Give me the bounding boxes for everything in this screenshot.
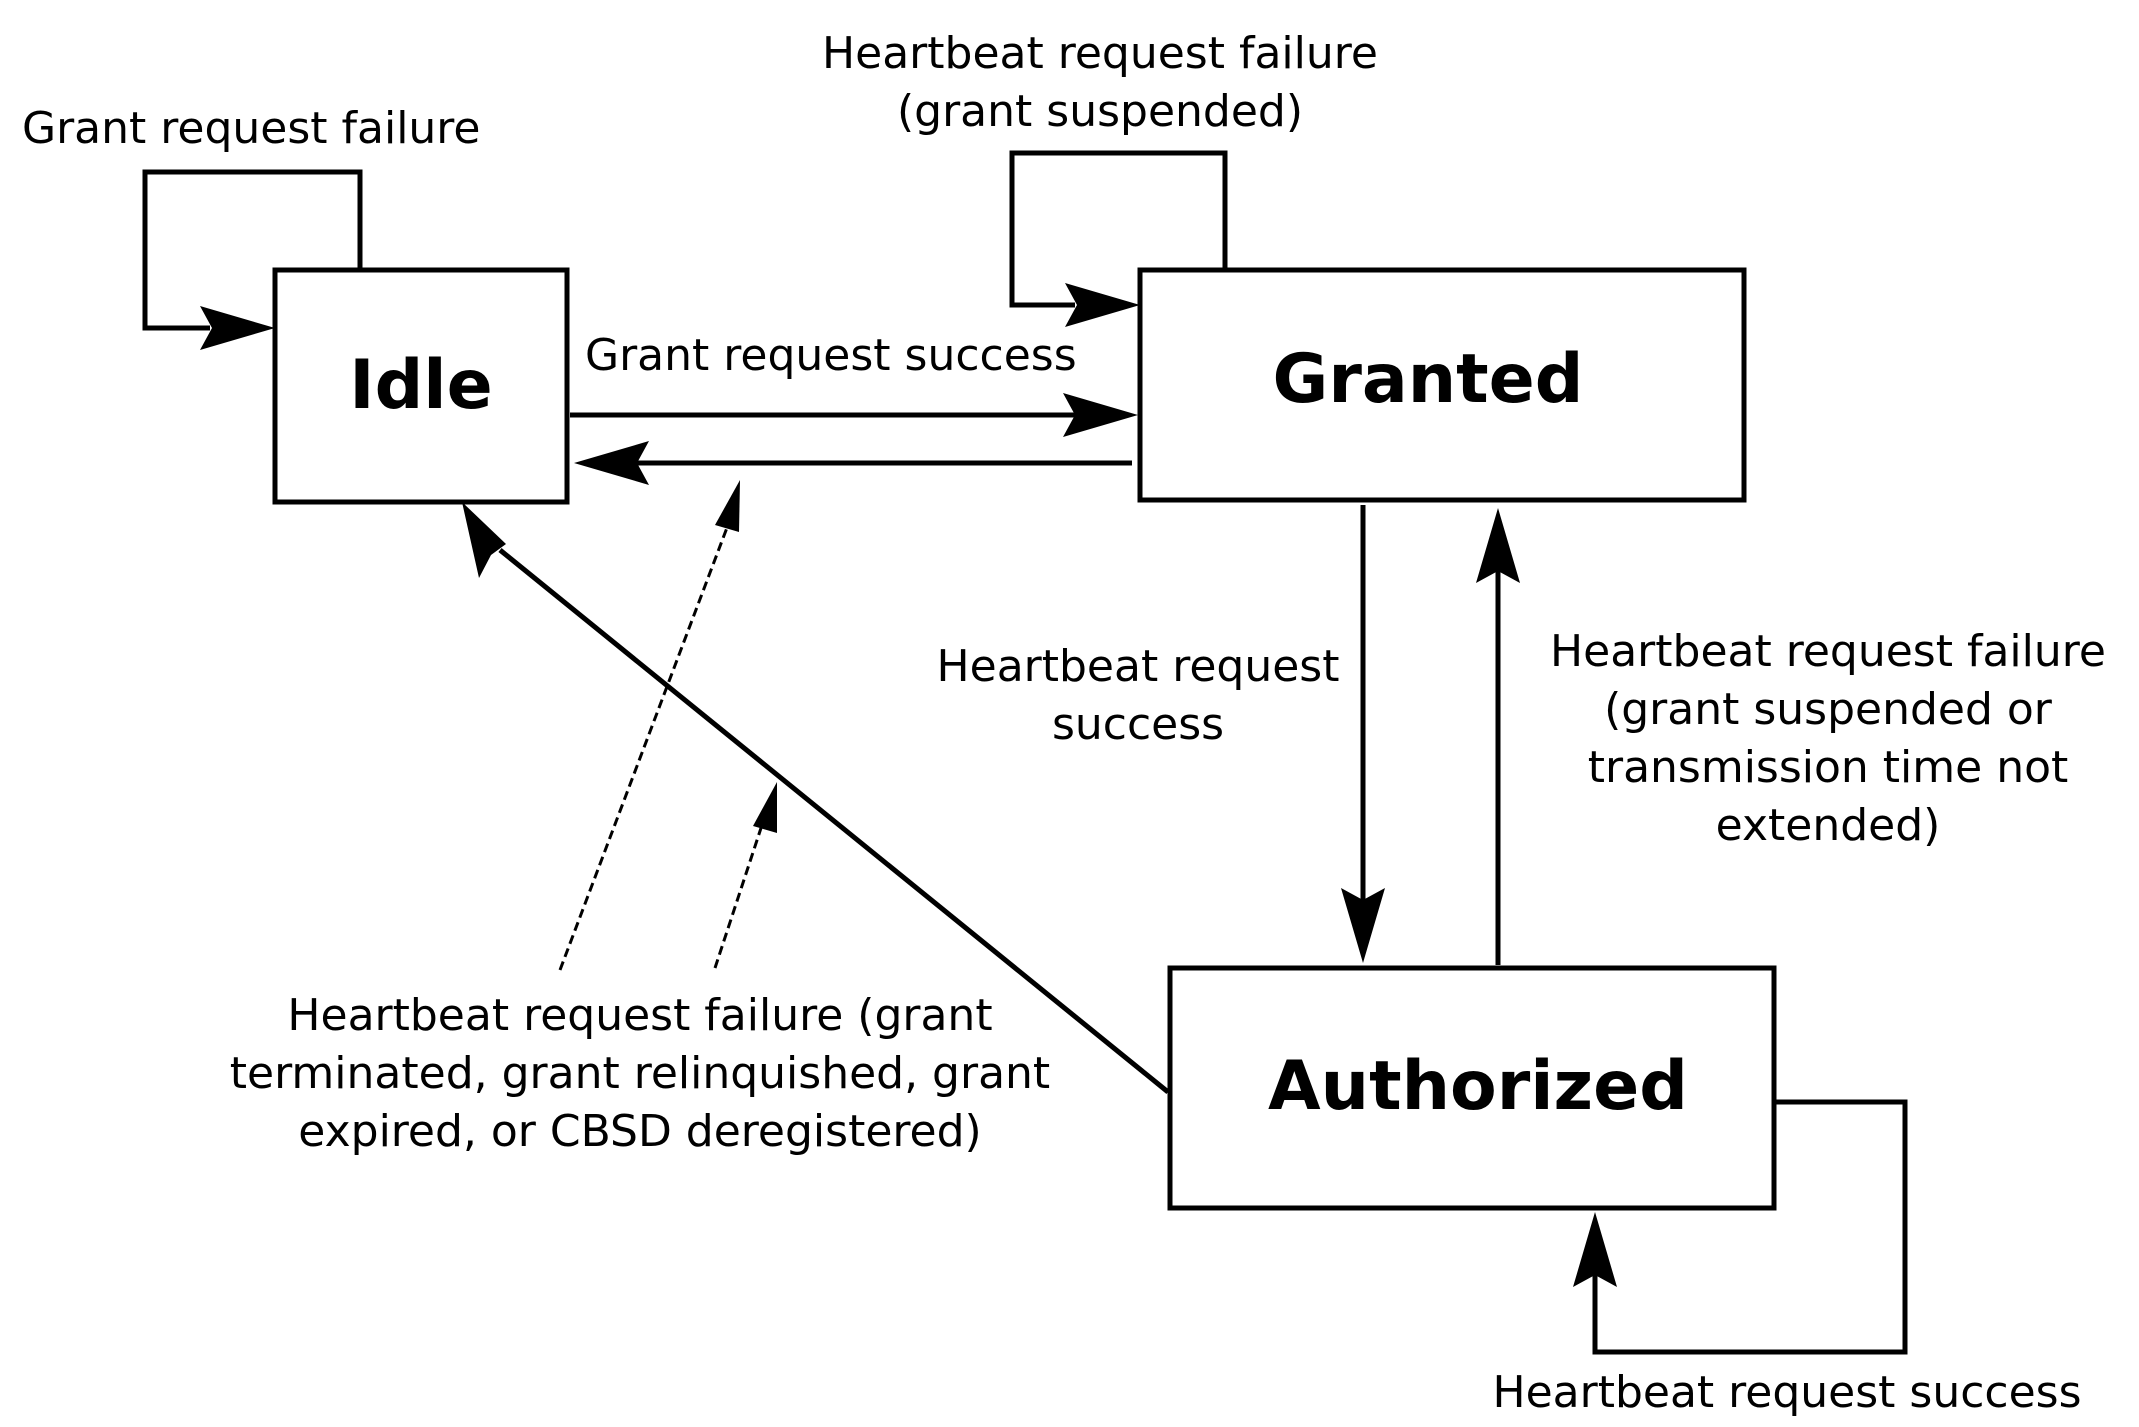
authorized-self-loop-arrow	[1573, 1099, 1908, 1355]
authorized-to-granted-arrow	[1476, 508, 1520, 965]
idle-self-loop-arrow	[142, 169, 363, 350]
state-idle-box	[272, 267, 570, 505]
idle-to-granted-arrow	[570, 393, 1138, 437]
label-failure-to-idle-line3: expired, or CBSD deregistered)	[298, 1106, 981, 1157]
failure-dashed-arrow-to-idle	[558, 480, 740, 971]
label-authorized-to-granted-line2: (grant suspended or	[1604, 684, 2053, 735]
state-granted-box	[1137, 267, 1747, 503]
state-idle-label: Idle	[349, 346, 492, 425]
label-idle-self-loop: Grant request failure	[22, 103, 481, 154]
label-granted-self-loop-line1: Heartbeat request failure	[822, 28, 1378, 79]
state-authorized-box	[1167, 965, 1777, 1211]
label-authorized-to-granted-line4: extended)	[1716, 800, 1941, 851]
label-authorized-self-loop: Heartbeat request success	[1492, 1367, 2081, 1418]
state-authorized-label: Authorized	[1268, 1047, 1688, 1126]
label-idle-to-granted: Grant request success	[585, 330, 1077, 381]
label-authorized-to-granted-line1: Heartbeat request failure	[1550, 626, 2106, 677]
label-failure-to-idle-line2: terminated, grant relinquished, grant	[230, 1048, 1050, 1099]
authorized-to-idle-arrow	[462, 502, 1170, 1094]
failure-dashed-arrow-to-diagonal	[713, 782, 777, 969]
label-granted-self-loop-line2: (grant suspended)	[897, 86, 1303, 137]
label-granted-to-authorized-line2: success	[1052, 699, 1224, 750]
state-granted-label: Granted	[1273, 340, 1584, 419]
label-authorized-to-granted-line3: transmission time not	[1588, 742, 2069, 793]
label-granted-to-authorized-line1: Heartbeat request	[937, 641, 1340, 692]
granted-to-authorized-arrow	[1341, 505, 1385, 963]
granted-to-idle-arrow	[574, 441, 1132, 485]
granted-self-loop-arrow	[1009, 150, 1228, 327]
label-failure-to-idle-line1: Heartbeat request failure (grant	[287, 990, 992, 1041]
